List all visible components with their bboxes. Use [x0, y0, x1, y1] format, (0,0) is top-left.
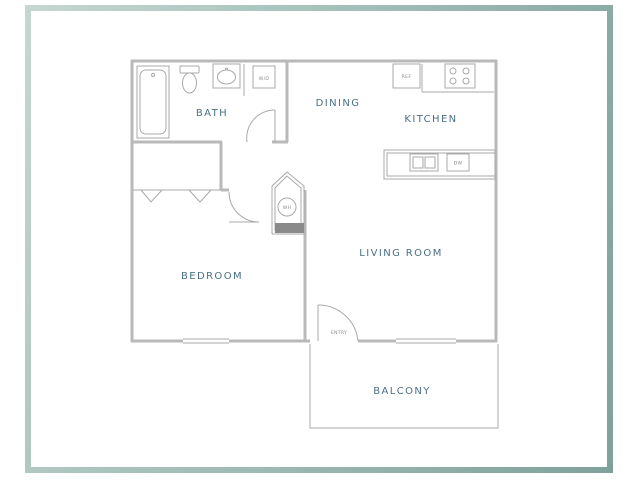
room-label-bath: BATH — [196, 108, 228, 119]
toilet-icon — [179, 65, 200, 94]
page-frame — [25, 5, 613, 473]
room-label-dining: DINING — [316, 98, 361, 109]
kitchen-sink-icon — [409, 153, 439, 172]
entry-label: ENTRY — [331, 330, 347, 336]
exterior-walls — [130, 59, 498, 343]
interior-walls — [131, 60, 307, 341]
water-heater-label: WH — [283, 205, 292, 211]
room-label-bedroom: BEDROOM — [181, 271, 243, 282]
refrigerator: REF — [392, 63, 421, 89]
kitchen-island-counter — [383, 149, 496, 180]
kitchen-upper-counter — [421, 64, 494, 93]
washer-dryer-label: W/D — [259, 76, 270, 82]
dishwasher-label: DW — [454, 161, 463, 167]
room-label-living: LIVING ROOM — [359, 248, 442, 259]
washer-dryer: W/D — [252, 65, 276, 89]
water-heater-closet: WH — [271, 171, 305, 235]
room-label-kitchen: KITCHEN — [404, 114, 457, 125]
stove-icon — [444, 63, 476, 89]
balcony-outline — [309, 344, 499, 429]
dishwasher: DW — [446, 153, 470, 172]
sink-icon — [212, 63, 241, 89]
doors — [140, 109, 359, 342]
refrigerator-label: REF — [402, 74, 412, 80]
bathtub-icon — [136, 65, 170, 139]
windows — [183, 338, 456, 344]
room-label-balcony: BALCONY — [373, 386, 431, 397]
